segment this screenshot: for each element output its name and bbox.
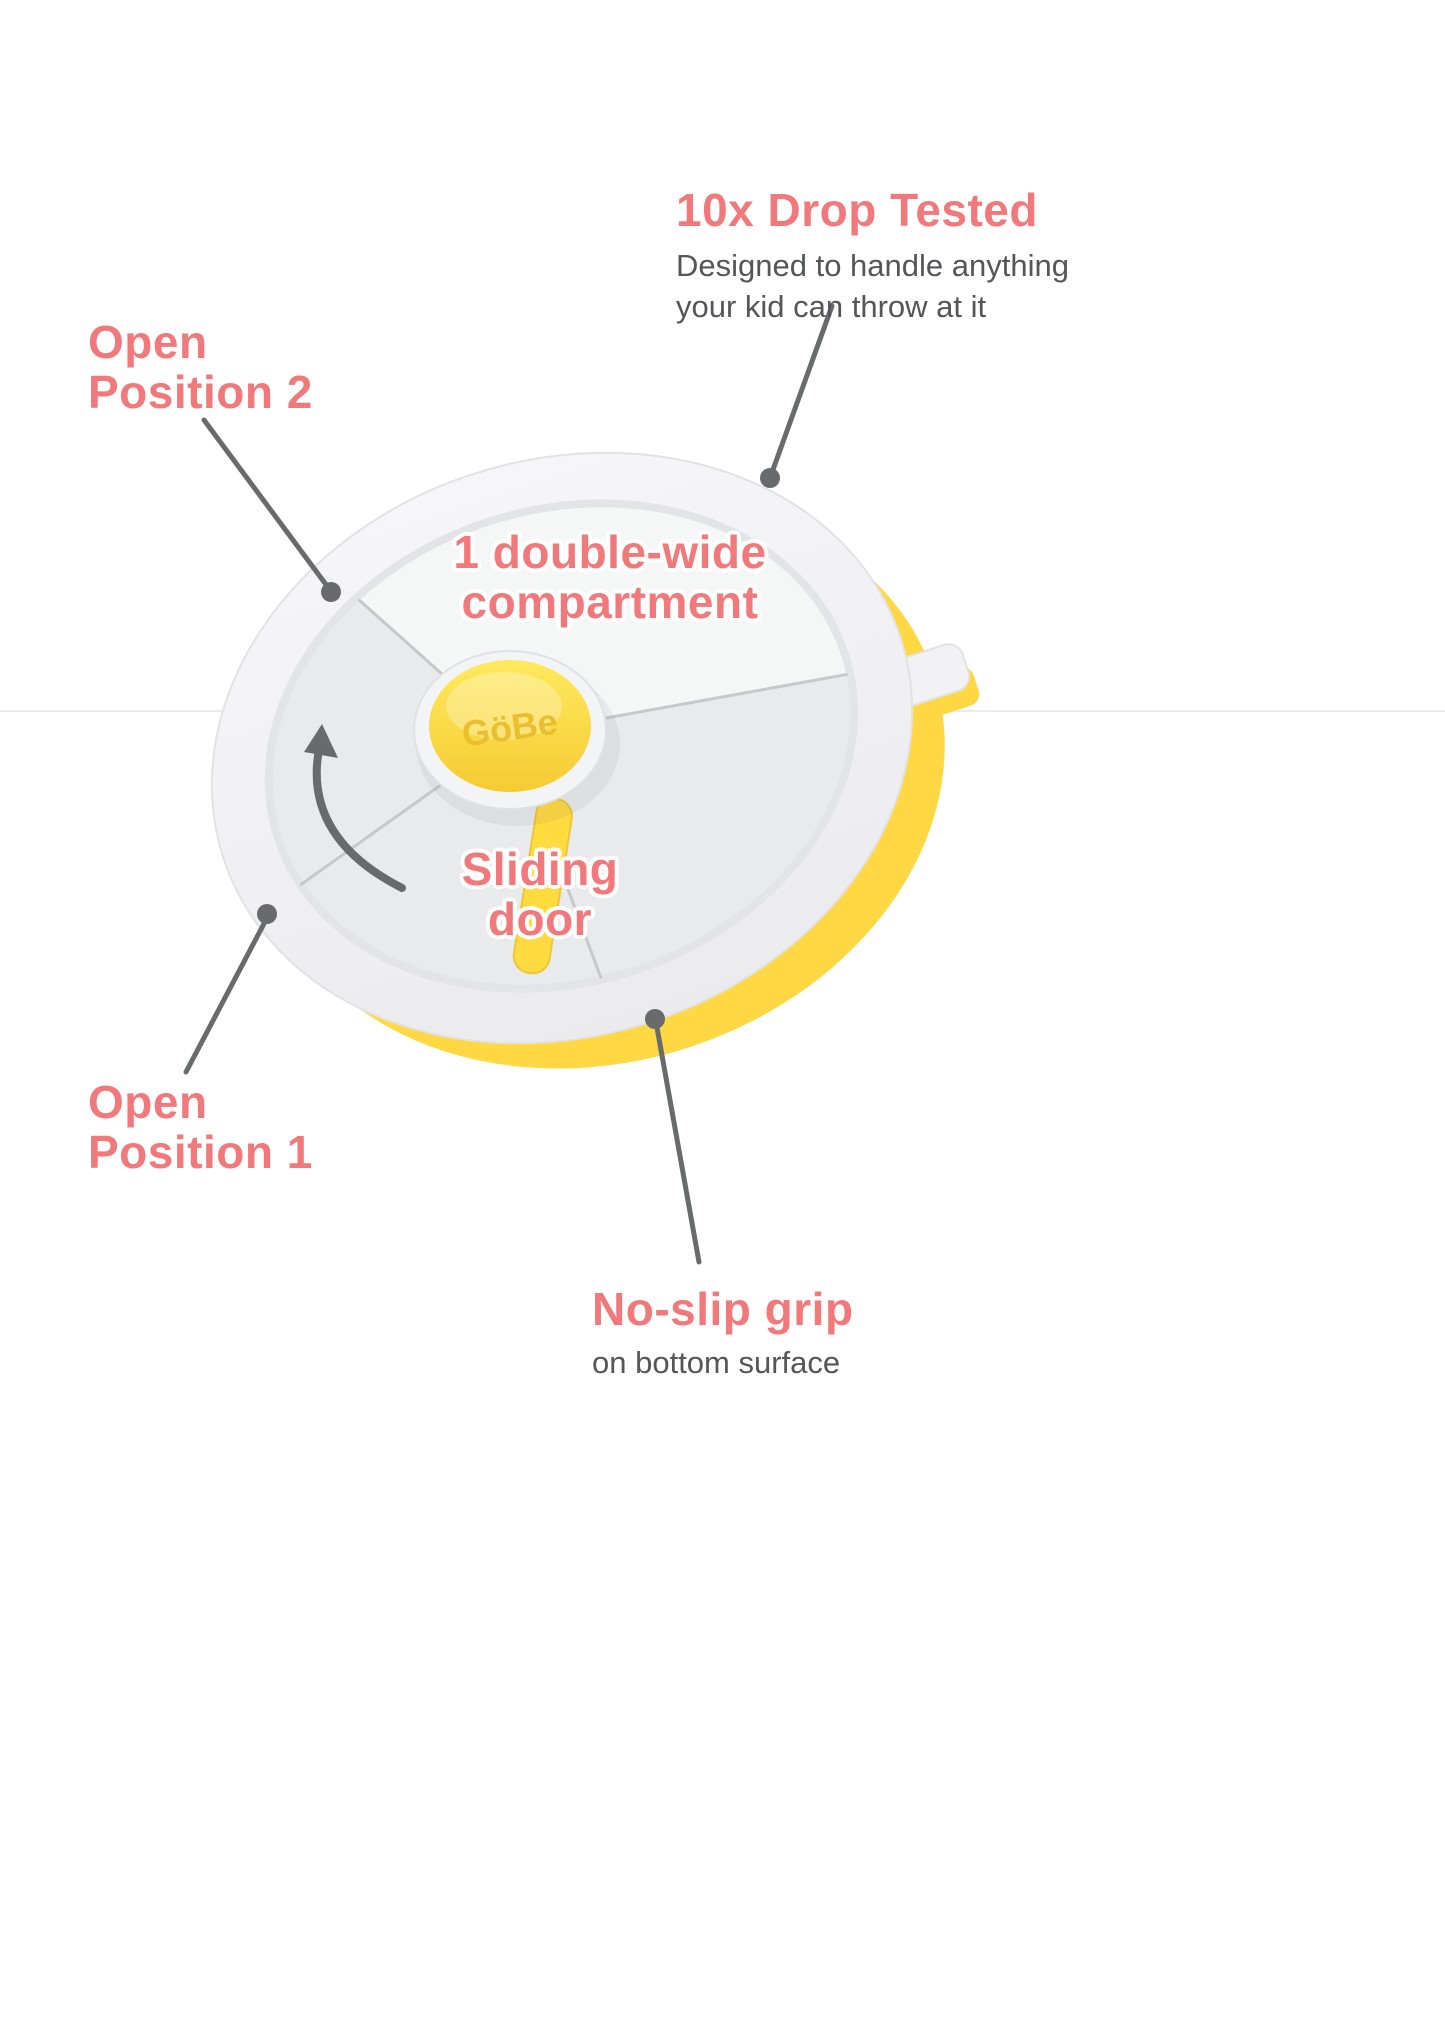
double-wide-line2: compartment [461,575,759,628]
drop-tested-label: 10x Drop Tested Designed to handle anyth… [676,184,1069,328]
no-slip-label: No-slip grip on bottom surface [592,1283,854,1384]
no-slip-title: No-slip grip [592,1283,854,1335]
open-position-1-line2: Position 1 [88,1125,313,1178]
spinner-knob: GöBe [413,650,620,826]
double-wide-line1: 1 double-wide [453,526,767,578]
open-position-2-line1: Open [88,316,208,368]
sliding-door-label: Sliding door [420,843,660,945]
drop-tested-title: 10x Drop Tested [676,184,1038,236]
open-position-2-line2: Position 2 [88,365,313,418]
open-position-2-label: Open Position 2 [88,316,313,418]
annotation-dot-open-position-1 [257,904,277,924]
sliding-door-line2: door [487,892,593,945]
open-position-1-line1: Open [88,1076,208,1128]
drop-tested-desc-line1: Designed to handle anything [676,247,1069,283]
annotation-dot-no-slip [645,1009,665,1029]
annotation-dot-drop-tested [760,468,780,488]
drop-tested-description: Designed to handle anything your kid can… [676,246,1069,328]
annotation-line-no-slip [653,1019,702,1265]
annotation-lines [183,303,835,1265]
drop-tested-desc-line2: your kid can throw at it [676,288,987,324]
double-wide-label: 1 double-wide compartment [400,526,820,628]
annotation-dot-open-position-2 [321,582,341,602]
open-position-1-label: Open Position 1 [88,1076,313,1178]
annotation-line-open-position-2 [201,417,333,593]
annotation-line-drop-tested [767,303,835,481]
annotation-line-open-position-1 [183,913,271,1075]
rotate-arrow-icon [304,724,406,892]
sliding-door-line1: Sliding [461,843,619,895]
annotation-dots [257,468,780,1029]
knob-highlight [446,672,562,740]
no-slip-subtitle: on bottom surface [592,1344,841,1380]
knob-button [429,660,591,792]
